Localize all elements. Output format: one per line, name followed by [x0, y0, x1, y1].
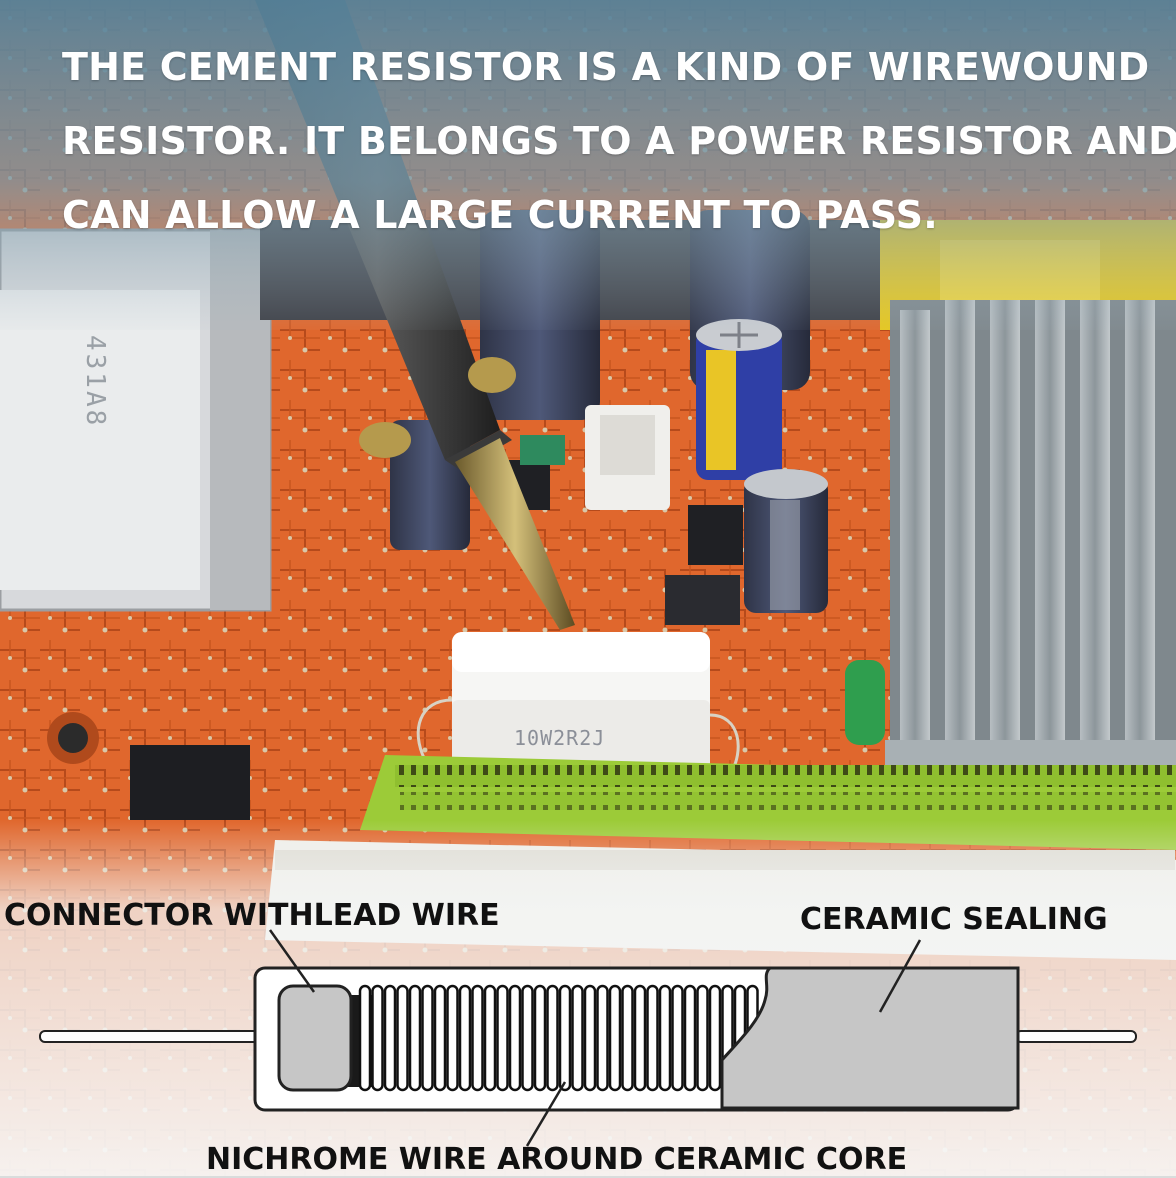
label-connector: CONNECTOR WITHLEAD WIRE	[4, 898, 500, 933]
label-nichrome-wire: NICHROME WIRE AROUND CERAMIC CORE	[206, 1142, 908, 1177]
coil-winding	[683, 984, 697, 1092]
coil-winding	[696, 984, 709, 1092]
coil-winding	[508, 984, 522, 1092]
coil-winding	[433, 984, 447, 1092]
coil-winding	[546, 984, 559, 1092]
coil-winding	[396, 984, 409, 1092]
coil-winding	[596, 984, 609, 1092]
headline: THE CEMENT RESISTOR IS A KIND OF WIREWOU…	[62, 30, 1176, 252]
coil-winding	[571, 984, 584, 1092]
board-marking: 431A8	[80, 335, 110, 429]
coil-winding	[446, 984, 459, 1092]
coil-winding	[658, 984, 672, 1092]
coil-winding	[458, 984, 472, 1092]
coil-winding	[521, 984, 534, 1092]
coil-winding	[633, 984, 647, 1092]
coil-winding	[621, 984, 634, 1092]
label-ceramic-sealing: CERAMIC SEALING	[800, 902, 1108, 937]
coil-winding	[533, 984, 547, 1092]
coil-winding	[483, 984, 497, 1092]
coil-winding	[371, 984, 384, 1092]
headline-line-1: THE CEMENT RESISTOR IS A KIND OF WIREWOU…	[62, 45, 1150, 89]
coil-winding	[358, 984, 372, 1092]
coil-winding	[408, 984, 422, 1092]
headline-line-2: RESISTOR. IT BELONGS TO A POWER RESISTOR…	[62, 119, 1176, 163]
coil-winding	[558, 984, 572, 1092]
coil-winding	[608, 984, 622, 1092]
resistor-marking: 10W2R2J	[514, 726, 606, 750]
coil-winding	[583, 984, 597, 1092]
coil-winding	[471, 984, 484, 1092]
coil-winding	[496, 984, 509, 1092]
headline-line-3: CAN ALLOW A LARGE CURRENT TO PASS.	[62, 193, 938, 237]
coil-winding	[383, 984, 397, 1092]
resistor-diagram	[39, 929, 1137, 1147]
coil-winding	[646, 984, 659, 1092]
coil-winding	[671, 984, 684, 1092]
coil-winding	[708, 984, 722, 1092]
coil-winding	[421, 984, 434, 1092]
